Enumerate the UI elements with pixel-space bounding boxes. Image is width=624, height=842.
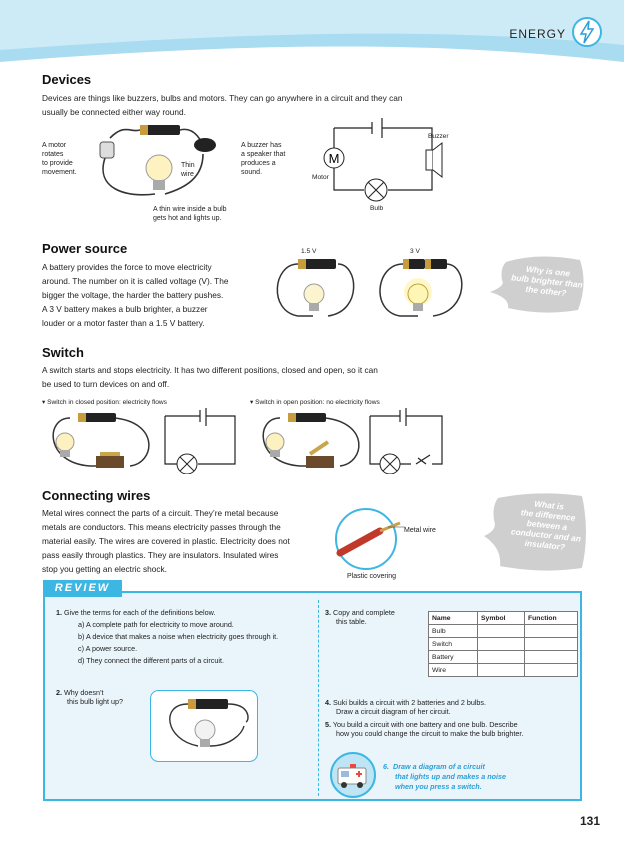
table-header: Name — [428, 611, 478, 625]
wires-heading: Connecting wires — [42, 488, 151, 503]
question-4: 4. Suki builds a circuit with 2 batterie… — [325, 698, 487, 716]
section-title: ENERGY — [509, 27, 566, 41]
question-5: 5. You build a circuit with one battery … — [325, 720, 524, 738]
devices-heading: Devices — [42, 72, 92, 87]
lightning-bolt-icon — [572, 17, 602, 47]
metal-wire-label: Metal wire — [404, 527, 436, 534]
voltage-label-2: 3 V — [410, 248, 420, 255]
devices-photo-circuit — [99, 125, 216, 196]
switch-text: A switch starts and stops electricity. I… — [42, 365, 378, 389]
table-row: Battery — [428, 650, 578, 664]
page-number: 131 — [579, 814, 600, 828]
devices-intro: Devices are things like buzzers, bulbs a… — [42, 93, 403, 117]
buzzer-symbol-label: Buzzer — [428, 133, 449, 140]
switch-open-caption: ▾ Switch in open position: no electricit… — [250, 399, 380, 406]
terms-table: Name Symbol Function Bulb Switch Battery… — [428, 611, 578, 677]
review-tab: REVIEW — [43, 580, 122, 597]
review-divider — [318, 600, 319, 796]
switch-open-illustration — [262, 408, 443, 474]
voltage-label-1: 1.5 V — [301, 248, 317, 255]
table-header: Function — [524, 611, 578, 625]
table-row: Wire — [428, 663, 578, 677]
devices-circuit-diagram: M — [323, 118, 443, 202]
table-header-row: Name Symbol Function — [428, 611, 578, 625]
motor-symbol-label: Motor — [312, 174, 329, 181]
switch-closed-caption: ▾ Switch in closed position: electricity… — [42, 399, 167, 406]
table-cell: Battery — [428, 650, 478, 664]
question-3: 3. Copy and complete this table. — [325, 608, 395, 626]
speech-bubble-wires — [484, 493, 586, 571]
table-row: Switch — [428, 637, 578, 651]
unlit-bulb-circuit-image — [150, 690, 258, 762]
power-heading: Power source — [42, 241, 128, 256]
table-header: Symbol — [477, 611, 525, 625]
table-cell: Bulb — [428, 624, 478, 638]
table-cell: Wire — [428, 663, 478, 677]
power-text: A battery provides the force to move ele… — [42, 262, 229, 328]
insulated-wire-image — [335, 508, 405, 570]
table-cell: Switch — [428, 637, 478, 651]
speech-bubble-power — [490, 256, 584, 313]
question-2: 2. Why doesn’t this bulb light up? — [56, 688, 123, 706]
table-row: Bulb — [428, 624, 578, 638]
wires-text: Metal wires connect the parts of a circu… — [42, 508, 290, 574]
switch-heading: Switch — [42, 345, 84, 360]
ambulance-icon — [330, 752, 376, 798]
bulb-symbol-label: Bulb — [370, 205, 384, 212]
plastic-covering-label: Plastic covering — [347, 573, 397, 580]
switch-closed-illustration — [52, 408, 236, 474]
header-band — [0, 0, 624, 62]
battery-bulb-photos — [276, 259, 463, 317]
motor-symbol: M — [329, 151, 340, 166]
question-6-challenge: 6. Draw a diagram of a circuit that ligh… — [383, 762, 507, 791]
question-1: 1. Give the terms for each of the defini… — [56, 608, 279, 665]
